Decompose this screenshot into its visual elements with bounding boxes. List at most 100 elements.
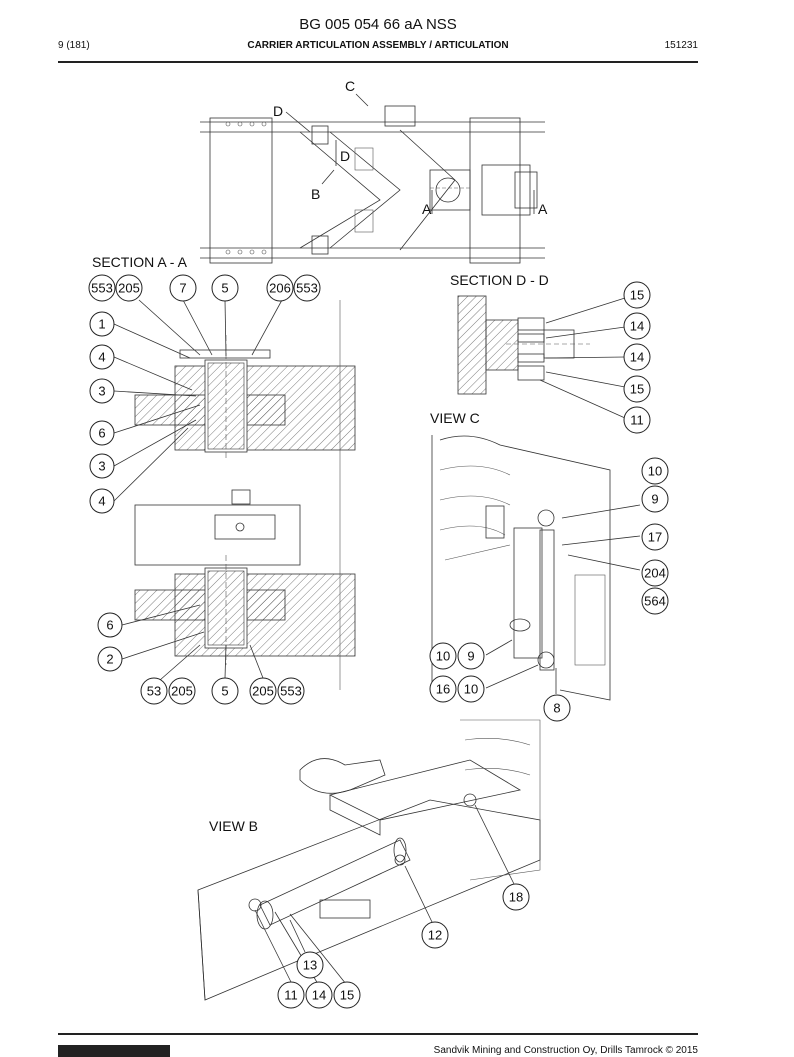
svg-text:5: 5: [221, 281, 228, 296]
section-a-a-title: SECTION A - A: [92, 254, 188, 270]
footer-rule: [58, 1033, 698, 1035]
callout-aa-553-b: 553: [293, 274, 321, 302]
svg-text:11: 11: [630, 413, 644, 428]
svg-text:4: 4: [98, 494, 105, 509]
section-d-d-view: SECTION D - D: [450, 272, 626, 419]
svg-text:564: 564: [644, 594, 666, 609]
view-b: VIEW B: [197, 719, 541, 1001]
svg-text:205: 205: [118, 281, 140, 296]
marker-d-lower: D: [340, 148, 350, 164]
callout-dd-11: 11: [623, 406, 651, 434]
callout-c-10-b: 10: [457, 675, 485, 703]
view-c-title: VIEW C: [430, 410, 480, 426]
svg-text:553: 553: [296, 281, 318, 296]
svg-text:1: 1: [98, 317, 105, 332]
callout-aa-553-a: 553: [88, 274, 116, 302]
svg-text:16: 16: [436, 682, 450, 697]
callout-c-8: 8: [543, 694, 571, 722]
header-rule: [58, 61, 698, 63]
callout-aa-553-c: 553: [277, 677, 305, 705]
callout-aa-6-a: 6: [89, 420, 115, 446]
svg-text:9: 9: [651, 492, 658, 507]
marker-c: C: [345, 78, 355, 94]
callout-dd-15-b: 15: [623, 375, 651, 403]
callout-aa-205-c: 205: [249, 677, 277, 705]
svg-text:10: 10: [436, 649, 450, 664]
callout-b-13: 13: [296, 951, 324, 979]
callout-aa-205-a: 205: [115, 274, 143, 302]
callout-b-15: 15: [333, 981, 361, 1009]
svg-text:15: 15: [340, 988, 354, 1003]
svg-text:7: 7: [179, 281, 186, 296]
svg-text:8: 8: [553, 701, 560, 716]
svg-text:18: 18: [509, 890, 523, 905]
svg-text:15: 15: [630, 288, 644, 303]
callout-c-17: 17: [641, 523, 669, 551]
svg-text:53: 53: [147, 684, 161, 699]
svg-text:6: 6: [98, 426, 105, 441]
svg-text:17: 17: [648, 530, 662, 545]
callout-aa-3-b: 3: [89, 453, 115, 479]
svg-text:9: 9: [467, 649, 474, 664]
section-d-d-title: SECTION D - D: [450, 272, 549, 288]
callout-aa-5-bottom: 5: [211, 677, 239, 705]
svg-text:5: 5: [221, 684, 228, 699]
svg-text:12: 12: [428, 928, 442, 943]
callout-b-14: 14: [305, 981, 333, 1009]
svg-text:3: 3: [98, 459, 105, 474]
svg-text:205: 205: [252, 684, 274, 699]
section-title: CARRIER ARTICULATION ASSEMBLY / ARTICULA…: [247, 40, 509, 51]
svg-text:204: 204: [644, 566, 666, 581]
svg-text:10: 10: [648, 464, 662, 479]
callout-b-12: 12: [421, 921, 449, 949]
callout-aa-206: 206: [266, 274, 294, 302]
svg-text:205: 205: [171, 684, 193, 699]
callout-aa-3-a: 3: [89, 378, 115, 404]
view-b-title: VIEW B: [209, 818, 258, 834]
callout-dd-14-b: 14: [623, 343, 651, 371]
top-plan-view: C D D B A A: [200, 78, 548, 264]
svg-text:6: 6: [106, 618, 113, 633]
callout-aa-6-b: 6: [97, 612, 123, 638]
footer-copyright: Sandvik Mining and Construction Oy, Dril…: [433, 1045, 698, 1056]
svg-text:553: 553: [280, 684, 302, 699]
marker-a-left: A: [422, 201, 432, 217]
svg-text:14: 14: [630, 350, 644, 365]
svg-text:10: 10: [464, 682, 478, 697]
section-a-a-view: SECTION A - A: [92, 254, 356, 690]
svg-text:15: 15: [630, 382, 644, 397]
svg-text:3: 3: [98, 384, 105, 399]
marker-d-upper: D: [273, 103, 283, 119]
callout-dd-14-a: 14: [623, 312, 651, 340]
callout-c-10-a: 10: [429, 642, 457, 670]
svg-text:14: 14: [312, 988, 326, 1003]
callout-aa-205-b: 205: [168, 677, 196, 705]
callout-aa-1: 1: [89, 311, 115, 337]
document-date: 151231: [664, 40, 698, 51]
svg-text:13: 13: [303, 958, 317, 973]
svg-text:206: 206: [269, 281, 291, 296]
marker-a-right: A: [538, 201, 548, 217]
callout-c-10-top: 10: [641, 457, 669, 485]
page-number: 9 (181): [58, 40, 90, 51]
callout-aa-7: 7: [169, 274, 197, 302]
callout-dd-15-a: 15: [623, 281, 651, 309]
callout-aa-5-top: 5: [211, 274, 239, 302]
svg-text:11: 11: [284, 988, 298, 1003]
callout-c-564: 564: [641, 587, 669, 615]
svg-text:4: 4: [98, 350, 105, 365]
callout-aa-53: 53: [140, 677, 168, 705]
callout-c-204: 204: [641, 559, 669, 587]
callout-b-18: 18: [502, 883, 530, 911]
svg-text:553: 553: [91, 281, 113, 296]
callout-aa-4-b: 4: [89, 488, 115, 514]
brand-logo: [58, 1045, 170, 1057]
marker-b: B: [311, 186, 320, 202]
callout-aa-2: 2: [97, 646, 123, 672]
document-code: BG 005 054 66 aA NSS: [299, 16, 457, 33]
svg-text:2: 2: [106, 652, 113, 667]
callout-c-9-bottom: 9: [457, 642, 485, 670]
callout-b-11: 11: [277, 981, 305, 1009]
callout-c-9-top: 9: [641, 485, 669, 513]
